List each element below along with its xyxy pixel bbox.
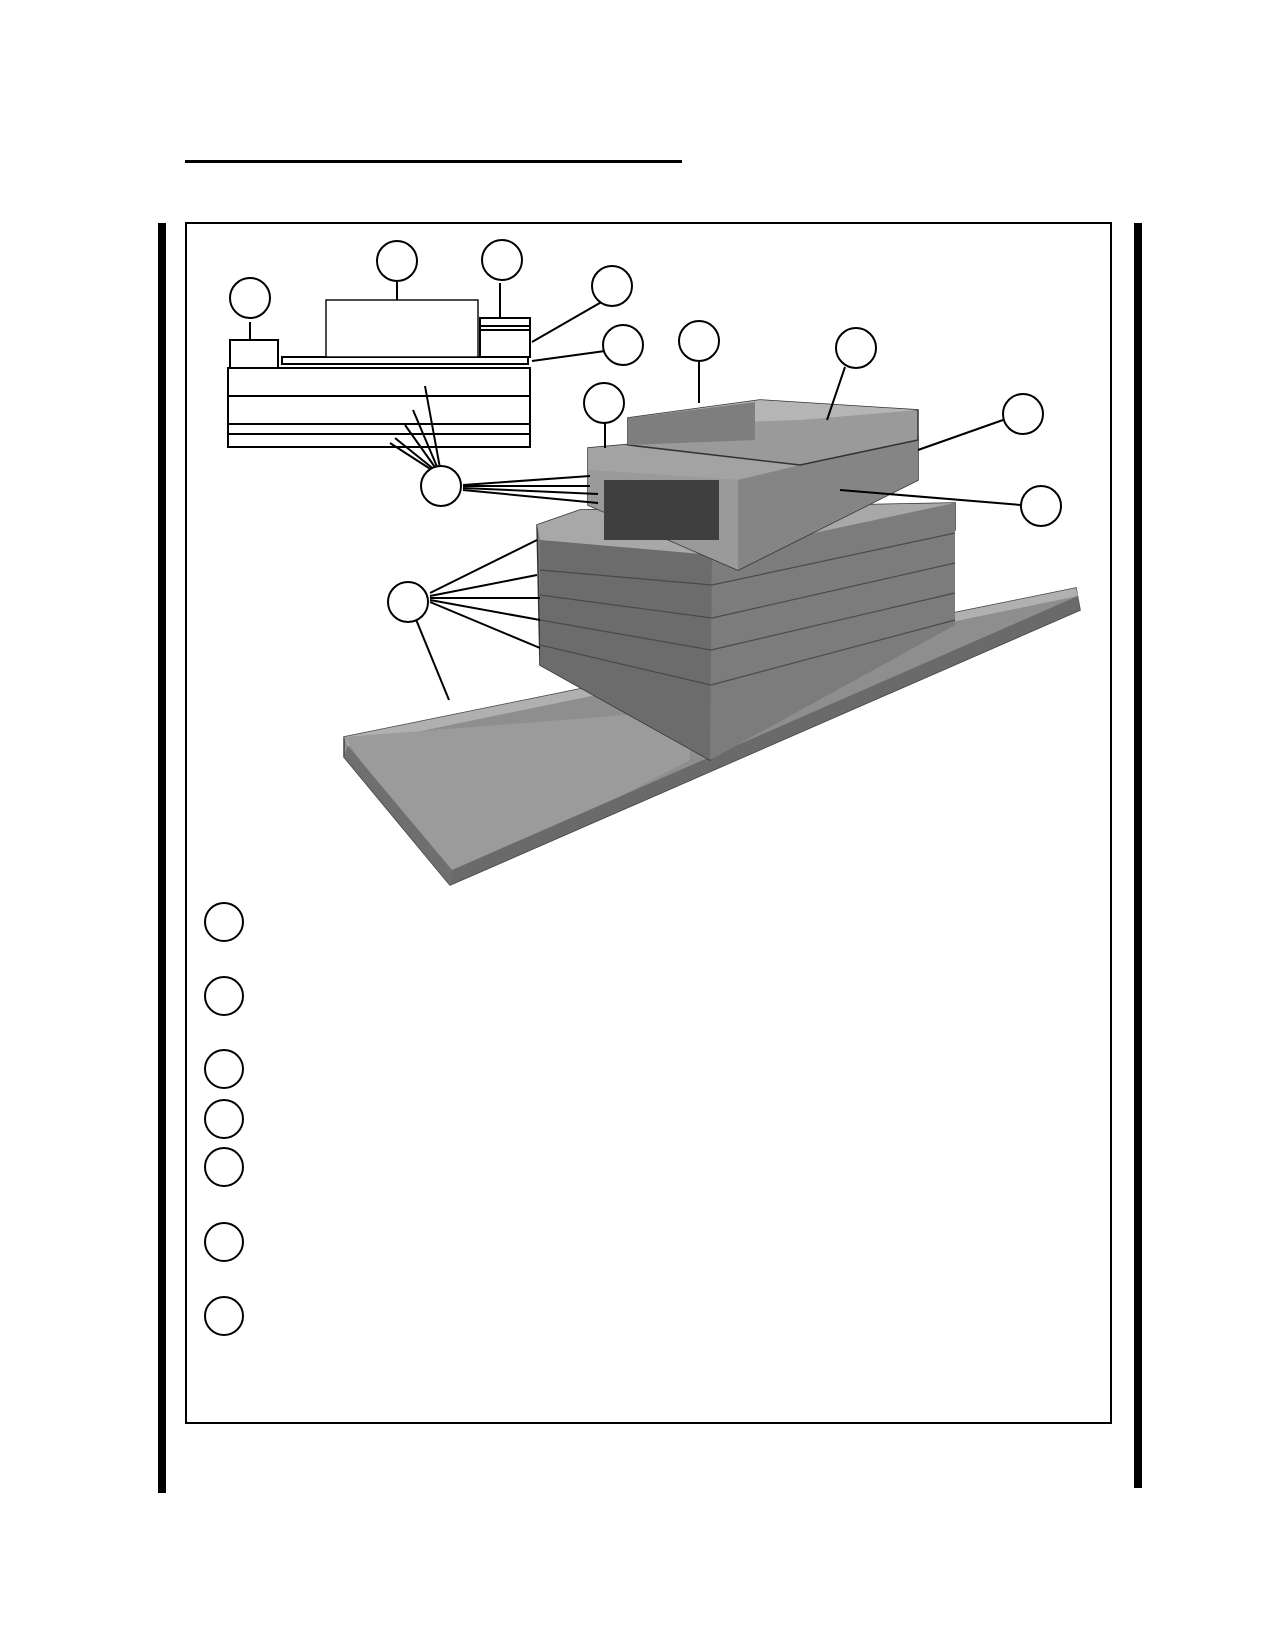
legend-circle-3: [204, 1049, 244, 1089]
callout-circle: [591, 265, 633, 307]
callout-circle: [678, 320, 720, 362]
callout-circle: [583, 382, 625, 424]
change-bar-right: [1134, 223, 1142, 1488]
callout-circle: [835, 327, 877, 369]
callout-circle: [229, 277, 271, 319]
callout-circle: [481, 239, 523, 281]
callout-circles: [229, 239, 1062, 623]
legend-circle-4: [204, 1099, 244, 1139]
callout-leaders: [414, 362, 1022, 701]
legend-circle-5: [204, 1147, 244, 1187]
callout-circle: [387, 581, 429, 623]
callout-circle: [1020, 485, 1062, 527]
callout-circle: [420, 465, 462, 507]
change-bar-left: [158, 223, 166, 1493]
legend-circle-1: [204, 902, 244, 942]
pallet-photo: [343, 399, 1081, 886]
callout-circle: [376, 240, 418, 282]
legend-circle-6: [204, 1222, 244, 1262]
schematic-diagram: [227, 282, 606, 473]
legend-circle-7: [204, 1296, 244, 1336]
title-rule: [185, 160, 682, 163]
callout-circle: [602, 324, 644, 366]
figure-frame: [185, 222, 1112, 1424]
callout-circle: [1002, 393, 1044, 435]
legend-circle-2: [204, 976, 244, 1016]
